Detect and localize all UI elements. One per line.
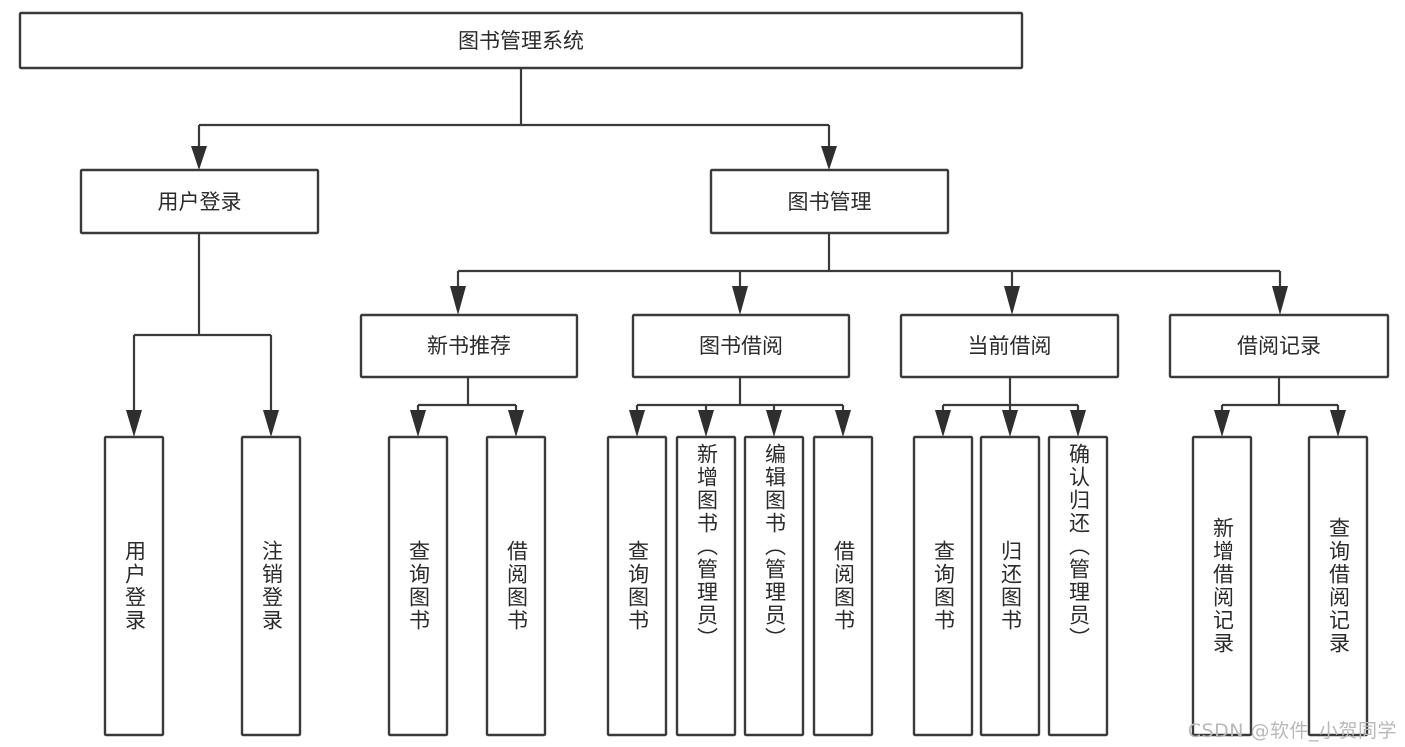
node-box-leaf-borrow-book-1[interactable] — [485, 435, 547, 737]
node-box-leaf-query-book-1[interactable] — [387, 435, 449, 737]
arrow-book-mgmt-child-4 — [1272, 286, 1288, 315]
node-box-leaf-logout[interactable] — [240, 435, 302, 737]
node-box-leaf-add-record[interactable] — [1191, 435, 1253, 737]
connector-group-root-to-level2 — [191, 68, 837, 170]
node-box-root[interactable] — [18, 11, 1024, 70]
arrow-book-borrow-child-4 — [835, 410, 851, 437]
node-box-borrow-record[interactable] — [1168, 313, 1390, 379]
arrow-new-book-child-2 — [508, 410, 524, 437]
arrow-book-mgmt-child-1 — [450, 286, 466, 315]
connector-group-borrow-record-children — [1214, 377, 1346, 437]
arrow-book-borrow-child-3 — [766, 410, 782, 437]
node-label-borrow-record: 借阅记录 — [1237, 334, 1321, 358]
arrow-user-login-child-1 — [126, 410, 142, 437]
connector-group-new-book-children — [410, 377, 524, 437]
arrow-user-login-child-2 — [263, 410, 279, 437]
arrow-current-borrow-child-1 — [935, 410, 951, 437]
arrow-book-borrow-child-1 — [629, 410, 645, 437]
arrow-root-to-user-login — [191, 146, 207, 170]
node-box-leaf-user-login[interactable] — [103, 435, 165, 737]
node-label-book-borrow: 图书借阅 — [699, 334, 783, 358]
node-box-user-login[interactable] — [79, 168, 320, 235]
node-box-book-management[interactable] — [709, 168, 950, 235]
node-box-leaf-add-book[interactable] — [675, 435, 737, 737]
node-label-root: 图书管理系统 — [458, 29, 584, 53]
arrow-book-mgmt-child-3 — [1004, 286, 1020, 315]
arrow-root-to-book-mgmt — [821, 146, 837, 170]
node-box-leaf-edit-book[interactable] — [743, 435, 805, 737]
arrow-new-book-child-1 — [410, 410, 426, 437]
node-box-new-book-recommend[interactable] — [359, 313, 579, 379]
connector-group-book-borrow-children — [629, 377, 851, 437]
arrow-current-borrow-child-3 — [1070, 410, 1086, 437]
node-label-book-management: 图书管理 — [788, 190, 872, 214]
node-box-leaf-query-record[interactable] — [1307, 435, 1369, 737]
connector-group-book-mgmt-children — [450, 233, 1288, 315]
arrow-book-borrow-child-2 — [698, 410, 714, 437]
node-box-current-borrow[interactable] — [899, 313, 1120, 379]
arrow-borrow-record-child-2 — [1330, 410, 1346, 437]
watermark-text: CSDN @软件_小贺同学 — [1187, 720, 1397, 742]
connector-group-user-login-children — [126, 233, 279, 437]
node-box-leaf-confirm-return[interactable] — [1047, 435, 1109, 737]
arrow-book-mgmt-child-2 — [732, 286, 748, 315]
node-label-user-login: 用户登录 — [158, 190, 242, 214]
node-box-leaf-borrow-book-2[interactable] — [812, 435, 874, 737]
arrow-borrow-record-child-1 — [1214, 410, 1230, 437]
node-label-current-borrow: 当前借阅 — [968, 334, 1052, 358]
node-label-new-book-recommend: 新书推荐 — [427, 334, 511, 358]
node-box-leaf-return-book[interactable] — [979, 435, 1041, 737]
arrow-current-borrow-child-2 — [1002, 410, 1018, 437]
node-box-leaf-query-book-2[interactable] — [606, 435, 668, 737]
connector-group-current-borrow-children — [935, 377, 1086, 437]
node-box-leaf-query-book-3[interactable] — [912, 435, 974, 737]
node-box-book-borrow[interactable] — [631, 313, 851, 379]
